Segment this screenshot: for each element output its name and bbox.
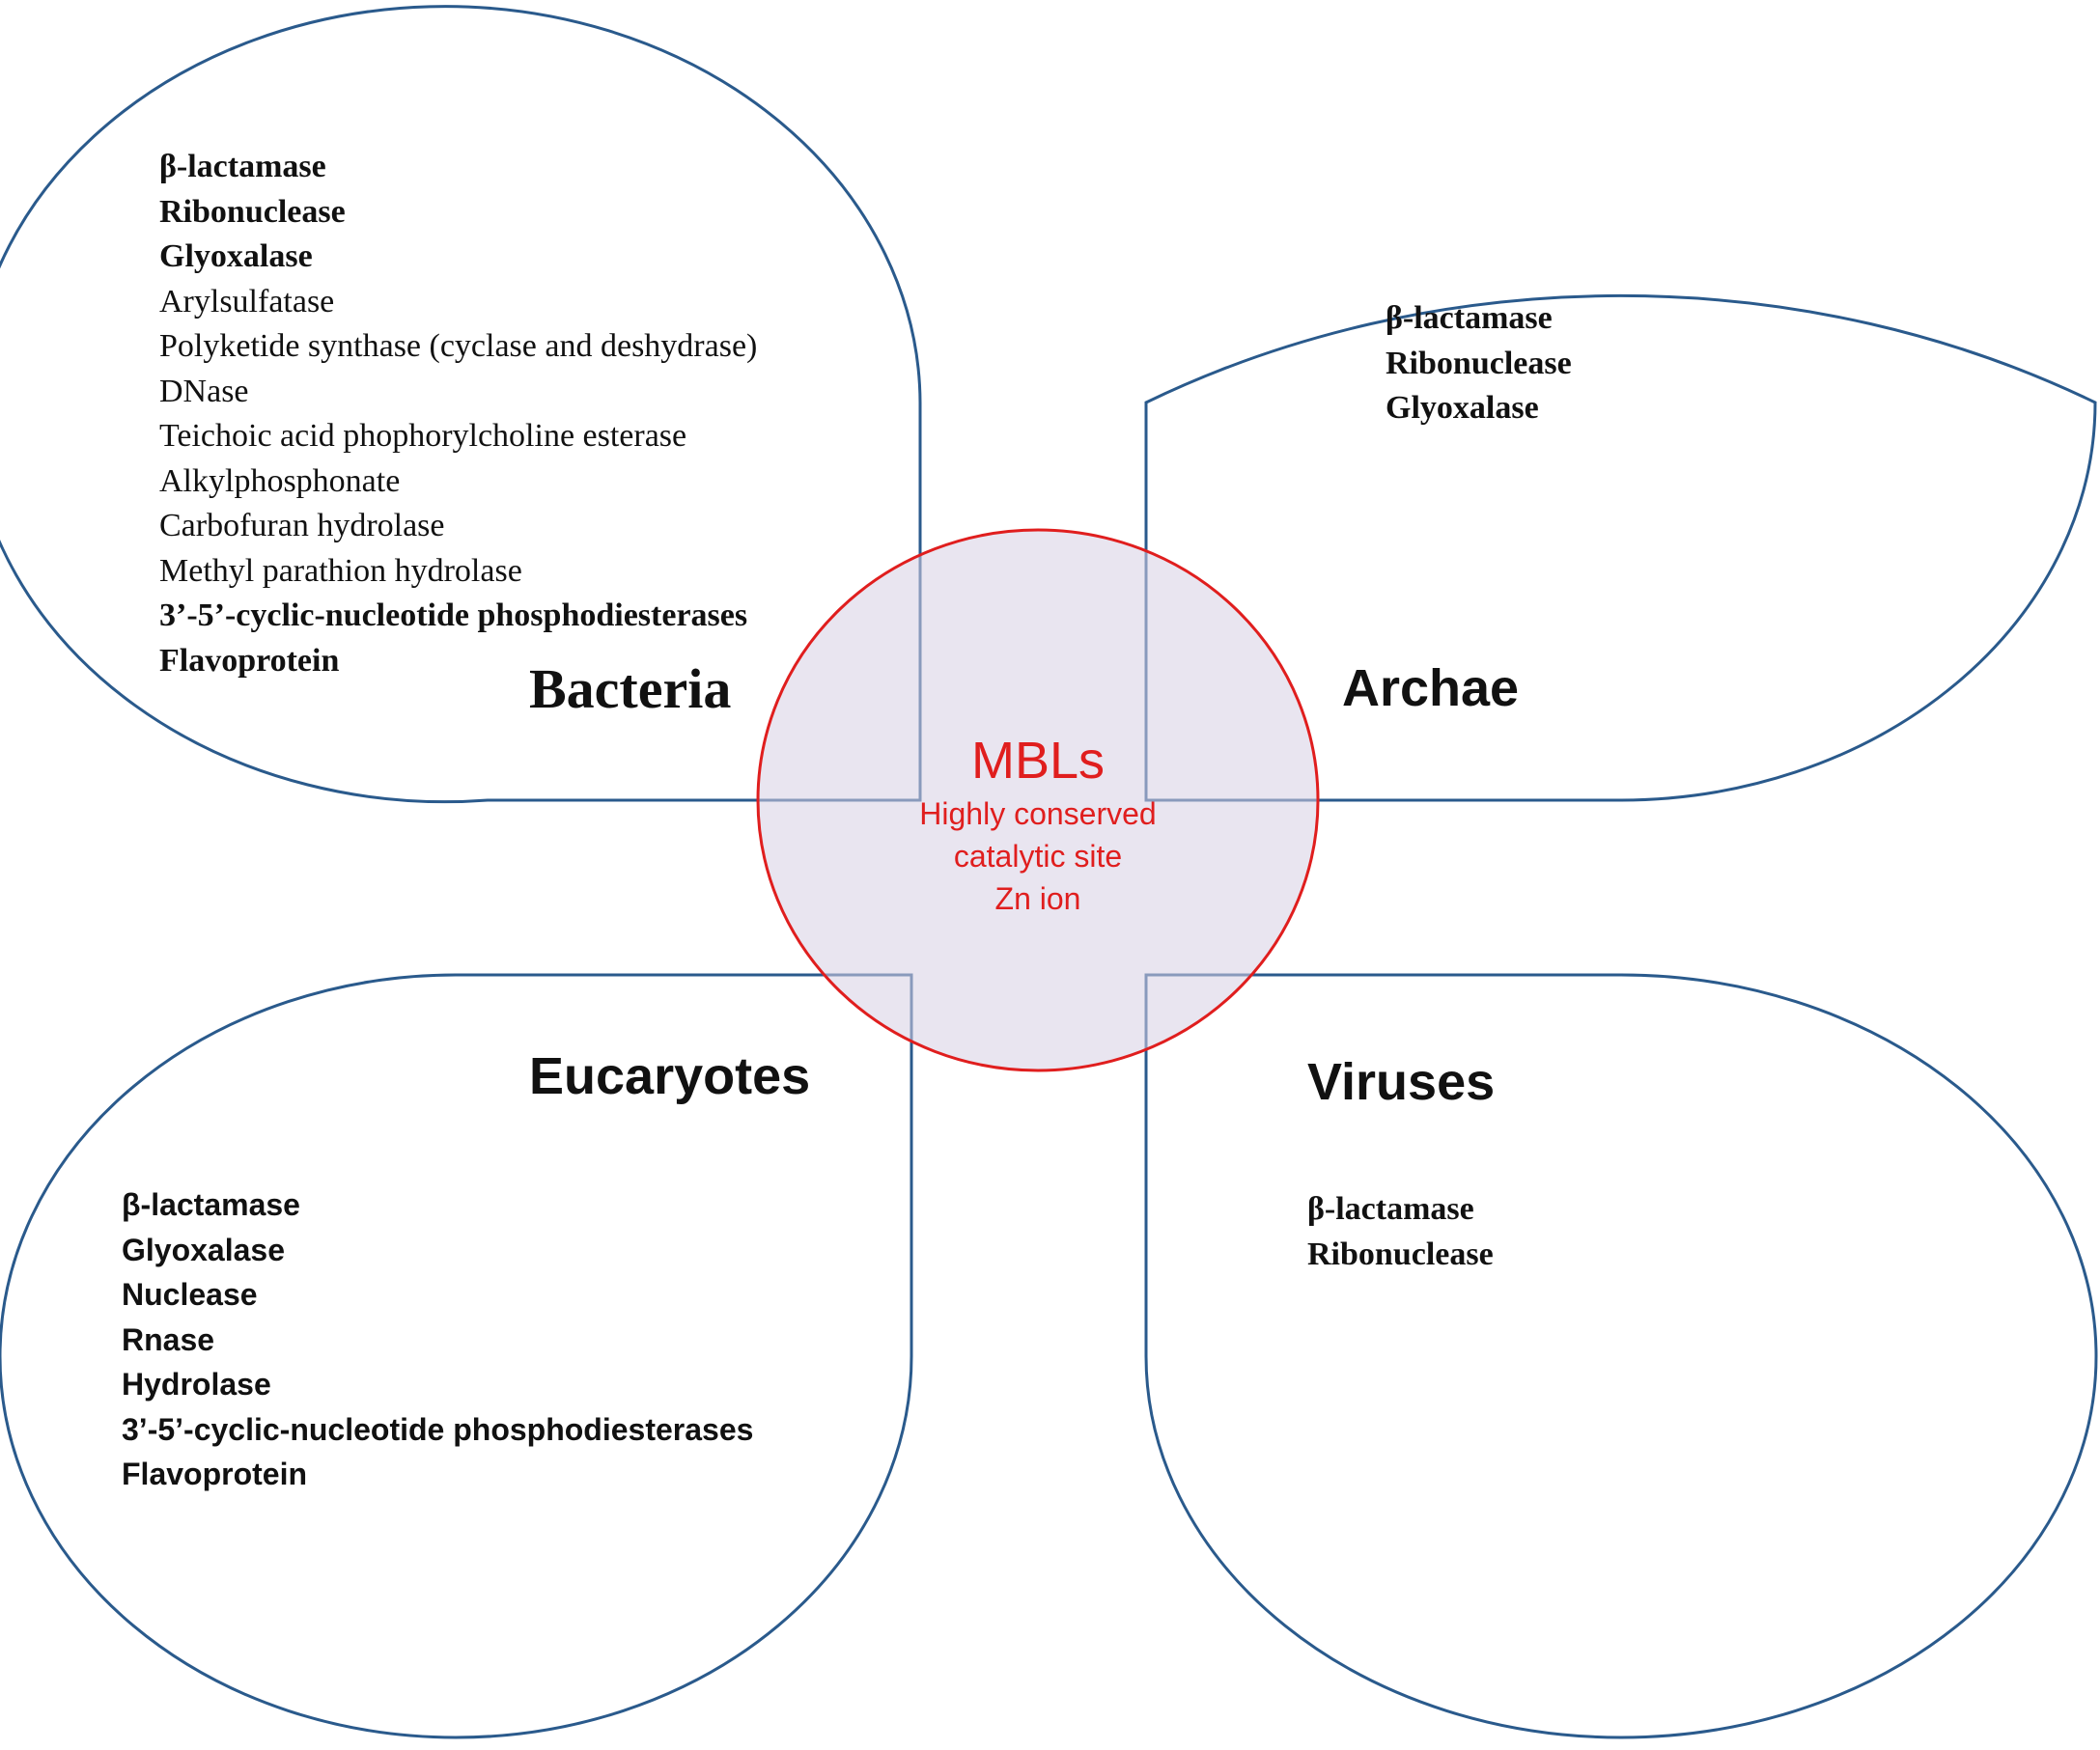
- mbl-core-circle: [756, 528, 1320, 1072]
- enzyme-item: Arylsulfatase: [159, 283, 335, 319]
- center-line-zinc: Zn ion: [994, 881, 1081, 916]
- enzyme-item: Glyoxalase: [1386, 390, 1539, 426]
- enzyme-item: DNase: [159, 373, 249, 409]
- enzyme-item: 3’-5’-cyclic-nucleotide phosphodiesteras…: [159, 597, 748, 633]
- enzyme-item: Flavoprotein: [159, 642, 340, 679]
- enzyme-item: Ribonuclease: [1307, 1236, 1494, 1272]
- viruses-title: Viruses: [1307, 1053, 1496, 1111]
- enzyme-item: β-lactamase: [122, 1187, 300, 1222]
- center-line-conserved: Highly conserved: [919, 796, 1157, 831]
- enzyme-item: Glyoxalase: [159, 238, 313, 274]
- enzyme-item: Teichoic acid phophorylcholine esterase: [159, 418, 687, 454]
- enzyme-item: β-lactamase: [159, 149, 326, 184]
- enzyme-item: Hydrolase: [122, 1367, 271, 1402]
- viruses-lobe: [1144, 973, 2098, 1739]
- enzyme-item: Polyketide synthase (cyclase and deshydr…: [159, 328, 758, 364]
- center-line-catalytic: catalytic site: [953, 839, 1123, 874]
- bacteria-title: Bacteria: [529, 657, 732, 720]
- eucaryotes-title: Eucaryotes: [529, 1047, 811, 1105]
- enzyme-item: Nuclease: [122, 1277, 258, 1312]
- enzyme-item: Methyl parathion hydrolase: [159, 552, 522, 589]
- enzyme-item: β-lactamase: [1307, 1191, 1474, 1227]
- enzyme-item: Ribonuclease: [1386, 345, 1572, 381]
- archae-title: Archae: [1342, 659, 1520, 717]
- eucaryotes-lobe: [0, 973, 913, 1739]
- enzyme-item: Rnase: [122, 1321, 215, 1357]
- enzyme-item: Alkylphosphonate: [159, 462, 401, 499]
- mbl-title: MBLs: [970, 732, 1106, 790]
- enzyme-item: β-lactamase: [1386, 300, 1553, 336]
- enzyme-item: 3’-5’-cyclic-nucleotide phosphodiesteras…: [122, 1411, 754, 1447]
- mbl-center-label: MBLs Highly conserved catalytic site Zn …: [758, 729, 1318, 920]
- bacteria-lobe: [0, 5, 922, 804]
- enzyme-item: Carbofuran hydrolase: [159, 508, 445, 543]
- enzyme-item: Flavoprotein: [122, 1457, 308, 1491]
- enzyme-item: Ribonuclease: [159, 193, 346, 230]
- archae-lobe: [1144, 293, 2097, 802]
- enzyme-item: Glyoxalase: [122, 1232, 285, 1267]
